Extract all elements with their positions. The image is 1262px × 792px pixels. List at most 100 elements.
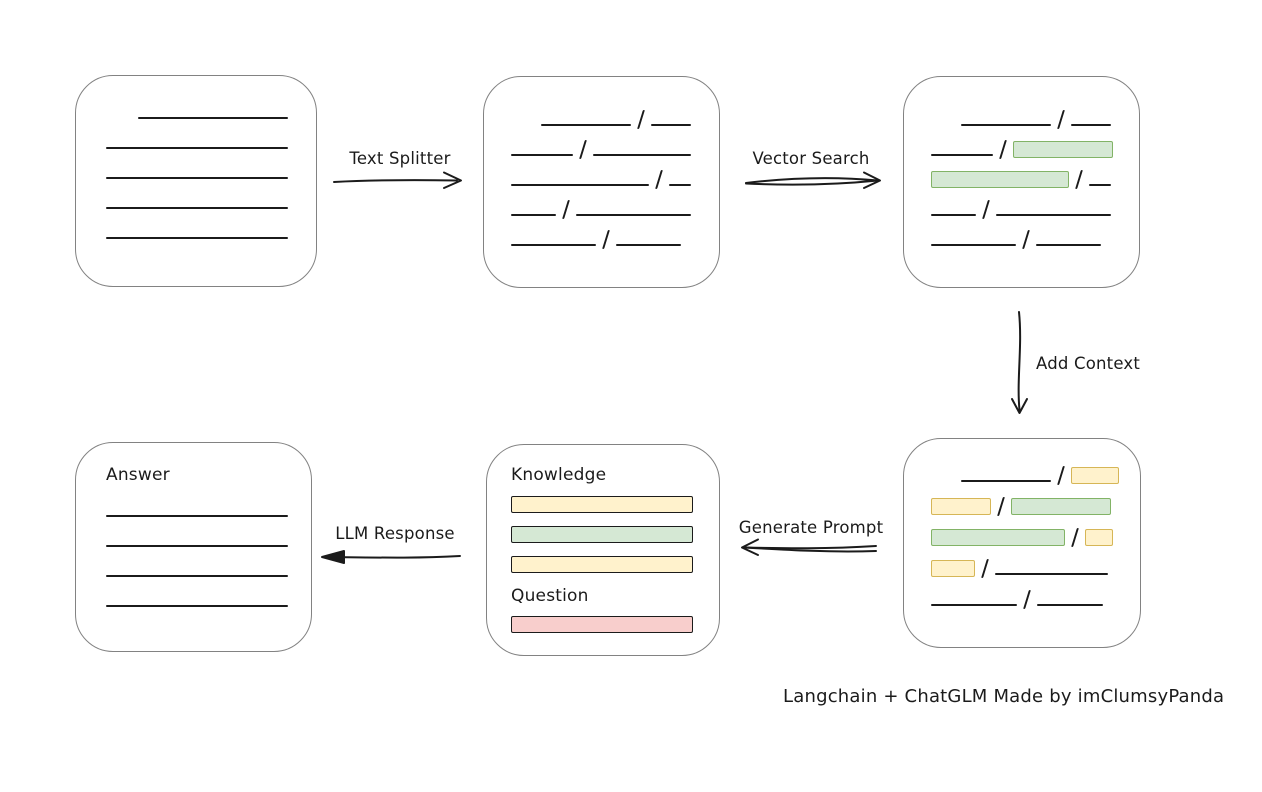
yellow-prompt-bar xyxy=(511,496,693,513)
text-line xyxy=(106,207,288,209)
chunk-row xyxy=(106,549,311,579)
text-line xyxy=(931,154,993,156)
text-splitter-arrow xyxy=(333,171,462,189)
slash-separator xyxy=(1022,230,1031,249)
text-line xyxy=(931,604,1017,606)
arrow-line xyxy=(745,177,879,184)
text-line xyxy=(931,214,976,216)
question-label: Question xyxy=(511,586,589,606)
slash-separator xyxy=(637,110,646,129)
slash-separator xyxy=(999,140,1008,159)
generate-prompt-arrow xyxy=(741,538,877,556)
answer-label: Answer xyxy=(106,465,170,485)
llm-response-arrow xyxy=(321,550,461,564)
chunk-row xyxy=(511,98,719,129)
yellow-highlight-bar xyxy=(931,560,975,577)
text-line xyxy=(1037,604,1104,606)
arrow-line xyxy=(1017,311,1022,411)
chunk-row xyxy=(931,128,1139,159)
chunk-row xyxy=(106,91,316,121)
slash-separator xyxy=(1057,466,1066,485)
slash-separator xyxy=(1075,170,1084,189)
chunk-row xyxy=(106,579,311,609)
arrow-line xyxy=(745,179,879,186)
text-line xyxy=(106,237,288,239)
text-line xyxy=(106,147,288,149)
text-splitter-label: Text Splitter xyxy=(349,149,451,168)
arrow-head xyxy=(443,171,462,189)
knowledge-bars xyxy=(511,496,719,573)
knowledge-label: Knowledge xyxy=(511,465,607,485)
source-document-box xyxy=(75,75,317,287)
arrow-line xyxy=(333,179,458,183)
slash-separator xyxy=(1071,528,1080,547)
chunk-row xyxy=(931,453,1140,485)
chunk-row xyxy=(931,546,1140,578)
text-line xyxy=(138,117,288,119)
text-line xyxy=(541,124,631,126)
llm-response-label: LLM Response xyxy=(335,524,455,543)
chunk-row xyxy=(511,128,719,159)
text-line xyxy=(1036,244,1102,246)
slash-separator xyxy=(579,140,588,159)
text-line xyxy=(931,244,1016,246)
add-context-label: Add Context xyxy=(1036,354,1141,373)
chunk-row xyxy=(106,121,316,151)
green-highlight-bar xyxy=(931,529,1065,546)
chunk-row xyxy=(511,158,719,189)
green-highlight-bar xyxy=(1011,498,1112,515)
text-line xyxy=(106,515,288,517)
green-highlight-bar xyxy=(1013,141,1114,158)
arrow-head xyxy=(863,171,881,189)
chunk-row xyxy=(931,158,1139,189)
text-line xyxy=(511,244,596,246)
chunk-row xyxy=(931,218,1139,249)
arrow-line xyxy=(744,546,877,553)
matched-chunk-lines xyxy=(904,77,1139,249)
chunk-row xyxy=(106,151,316,181)
yellow-highlight-bar xyxy=(931,498,991,515)
arrow-line xyxy=(744,545,877,550)
text-line xyxy=(995,573,1109,575)
chunk-row xyxy=(511,188,719,219)
text-line xyxy=(1089,184,1112,186)
yellow-highlight-bar xyxy=(1085,529,1114,546)
vector-matched-box xyxy=(903,76,1140,288)
text-line xyxy=(961,480,1051,482)
slash-separator xyxy=(655,170,664,189)
text-line xyxy=(106,575,288,577)
text-line xyxy=(669,184,692,186)
slash-separator xyxy=(981,559,990,578)
yellow-highlight-bar xyxy=(1071,467,1120,484)
slash-separator xyxy=(1023,590,1032,609)
chunk-row xyxy=(106,489,311,519)
vector-search-arrow xyxy=(745,171,881,189)
document-lines xyxy=(76,76,316,241)
text-line xyxy=(1071,124,1112,126)
vector-search-label: Vector Search xyxy=(752,149,870,168)
context-chunk-lines xyxy=(904,439,1140,609)
chunk-row xyxy=(511,218,719,249)
text-line xyxy=(511,154,573,156)
text-line xyxy=(593,154,692,156)
text-line xyxy=(511,214,556,216)
chunk-row xyxy=(106,181,316,211)
answer-box-content: Answer xyxy=(76,443,311,609)
add-context-arrow xyxy=(1011,311,1028,414)
text-line xyxy=(106,177,288,179)
green-prompt-bar xyxy=(511,526,693,543)
prompt-box-content: Knowledge Question xyxy=(487,445,719,633)
text-line xyxy=(106,605,288,607)
arrow-head xyxy=(741,538,759,556)
text-line xyxy=(511,184,649,186)
chunk-row xyxy=(931,515,1140,547)
context-chunks-box xyxy=(903,438,1141,648)
chunk-row xyxy=(931,98,1139,129)
split-chunks-box xyxy=(483,76,720,288)
slash-separator xyxy=(997,497,1006,516)
green-highlight-bar xyxy=(931,171,1069,188)
chunk-lines xyxy=(484,77,719,249)
chunk-row xyxy=(931,484,1140,516)
answer-box: Answer xyxy=(75,442,312,652)
